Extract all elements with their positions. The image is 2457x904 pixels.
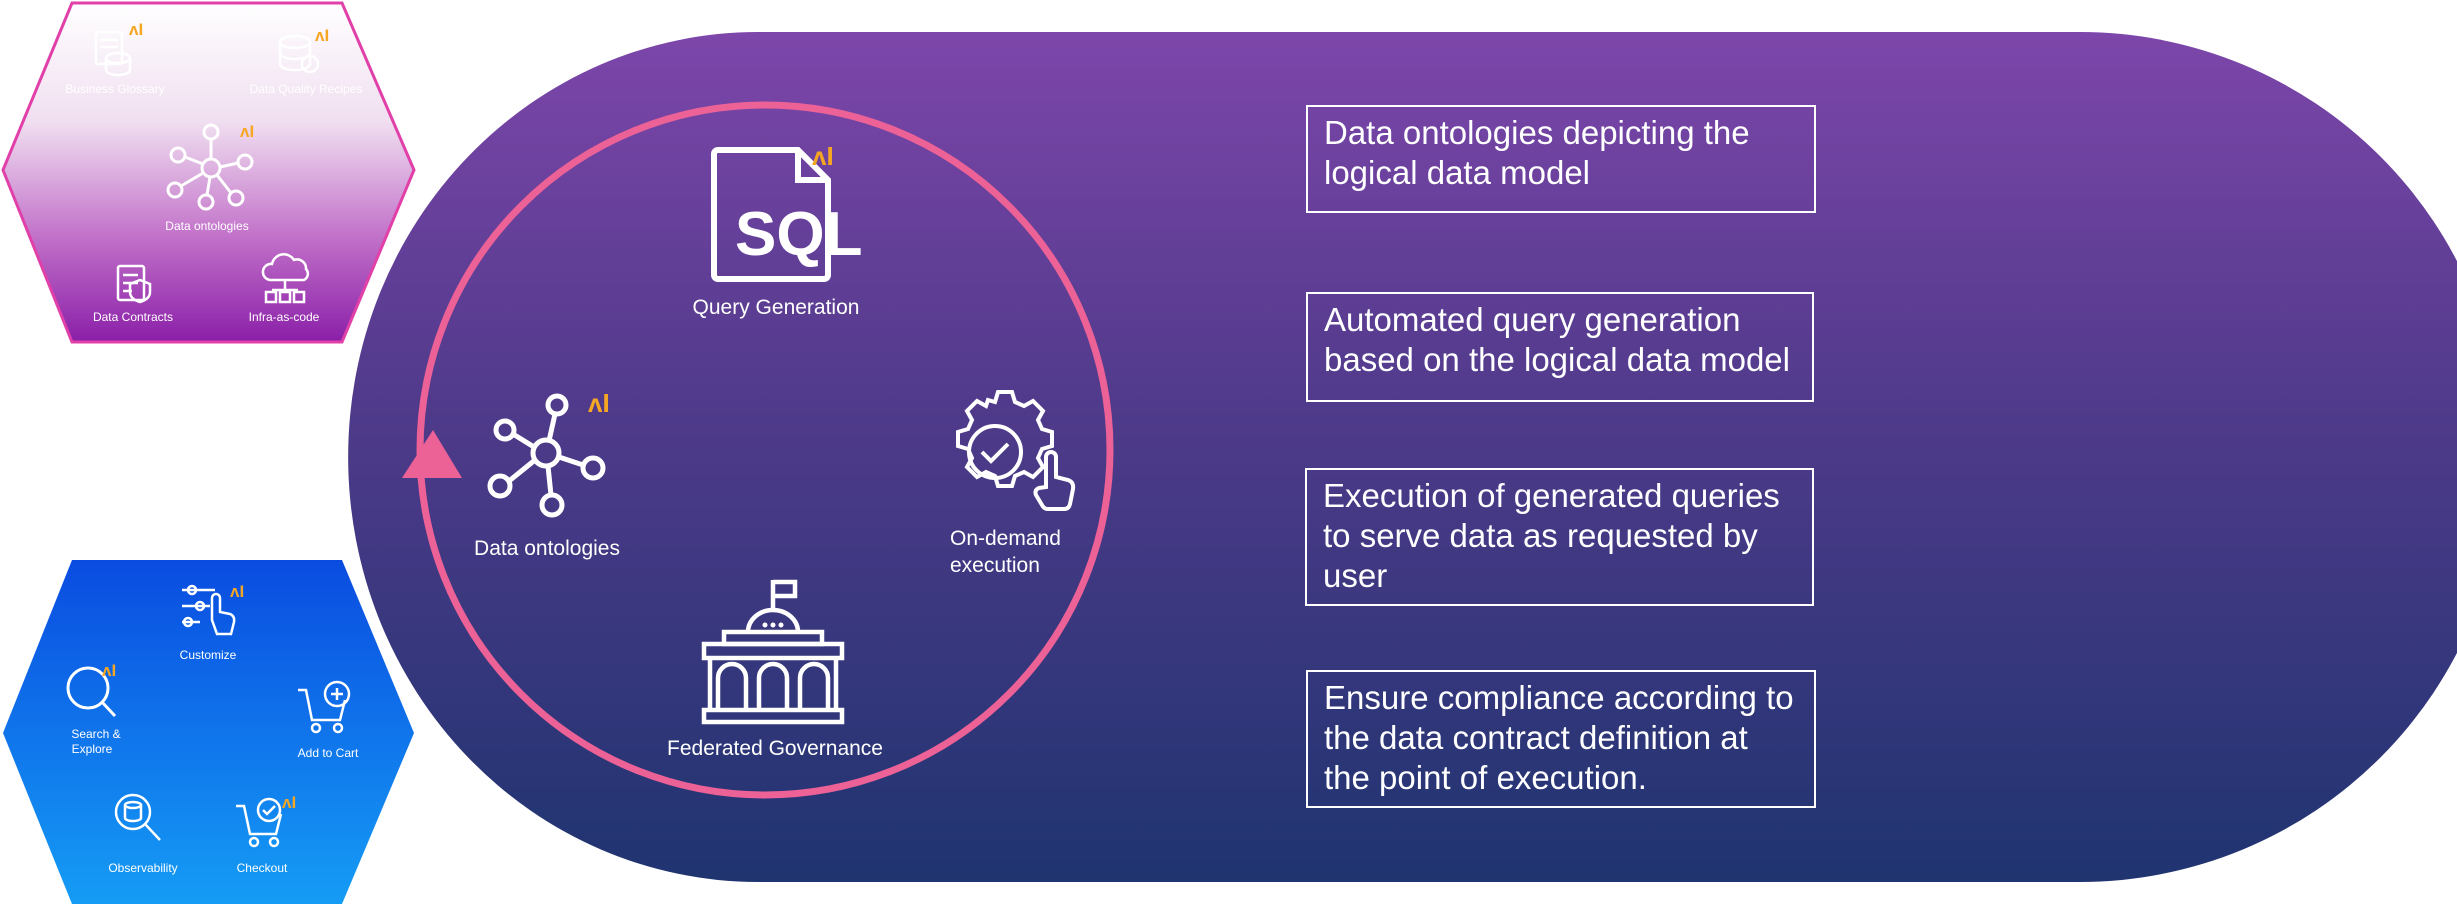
sql-document-icon <box>711 147 831 282</box>
ai-badge: ʌI <box>315 26 329 45</box>
hex-label-data-contracts: Data Contracts <box>93 310 173 324</box>
ai-badge: ʌI <box>230 582 244 601</box>
description-line: user <box>1323 557 1388 594</box>
description-box-compliance: Ensure compliance according to the data … <box>1306 670 1816 808</box>
glossary-icon <box>94 30 132 77</box>
hex-label-search: Search & <box>71 727 120 741</box>
design-hexagon <box>1 1 416 344</box>
query-generation-label: Query Generation <box>693 296 860 319</box>
description-line: Execution of generated queries <box>1323 477 1780 514</box>
hex-label-infra-as-code: Infra-as-code <box>249 310 320 324</box>
on-demand-label: On-demand <box>950 527 1061 550</box>
description-line: logical data model <box>1324 154 1590 191</box>
ai-badge: ʌI <box>588 388 610 418</box>
quality-recipes-icon <box>278 34 320 74</box>
description-box-query-generation: Automated query generation based on the … <box>1306 292 1814 402</box>
network-icon <box>487 393 606 518</box>
description-line: the data contract definition at <box>1324 719 1748 756</box>
description-line: Automated query generation <box>1324 301 1741 338</box>
execution-label: execution <box>950 554 1040 577</box>
customize-icon <box>182 584 236 636</box>
cloud-infra-icon <box>261 253 310 304</box>
hex-label-business-glossary: Business Glossary <box>65 82 164 96</box>
description-line: Ensure compliance according to <box>1324 679 1794 716</box>
hex-label-data-ontologies: Data ontologies <box>165 219 248 233</box>
search-icon <box>66 666 117 718</box>
cycle-ring <box>416 101 1114 799</box>
government-building-icon <box>701 579 845 725</box>
description-line: based on the logical data model <box>1324 341 1790 378</box>
ai-badge: ʌI <box>282 793 296 812</box>
data-ontologies-label: Data ontologies <box>474 537 620 560</box>
description-box-ontologies: Data ontologies depicting the logical da… <box>1306 105 1816 213</box>
observability-icon <box>114 793 161 841</box>
ai-badge: ʌI <box>812 141 834 171</box>
checkout-icon <box>236 797 283 848</box>
description-line: to serve data as requested by <box>1323 517 1758 554</box>
hex-label-checkout: Checkout <box>237 861 288 875</box>
description-box-execution: Execution of generated queries to serve … <box>1305 468 1814 606</box>
hex-label-data-quality-recipes: Data Quality Recipes <box>250 82 363 96</box>
network-icon <box>166 123 254 211</box>
contract-icon <box>116 264 152 304</box>
process-pill <box>348 32 2457 882</box>
hex-label-customize: Customize <box>180 648 237 662</box>
sql-label: SQL <box>735 200 862 269</box>
hex-label-add-to-cart: Add to Cart <box>298 746 359 760</box>
cycle-arrow-icon <box>402 430 462 478</box>
gear-check-icon <box>956 390 1076 511</box>
description-line: Data ontologies depicting the <box>1324 114 1750 151</box>
ai-badge: ʌI <box>129 20 143 39</box>
consume-hexagon <box>3 560 414 904</box>
hex-label-explore: Explore <box>72 742 113 756</box>
add-cart-icon <box>298 680 351 734</box>
federated-governance-label: Federated Governance <box>667 737 883 760</box>
description-line: the point of execution. <box>1324 759 1647 796</box>
ai-badge: ʌI <box>102 661 116 680</box>
ai-badge: ʌI <box>240 122 254 141</box>
hex-label-observability: Observability <box>108 861 177 875</box>
